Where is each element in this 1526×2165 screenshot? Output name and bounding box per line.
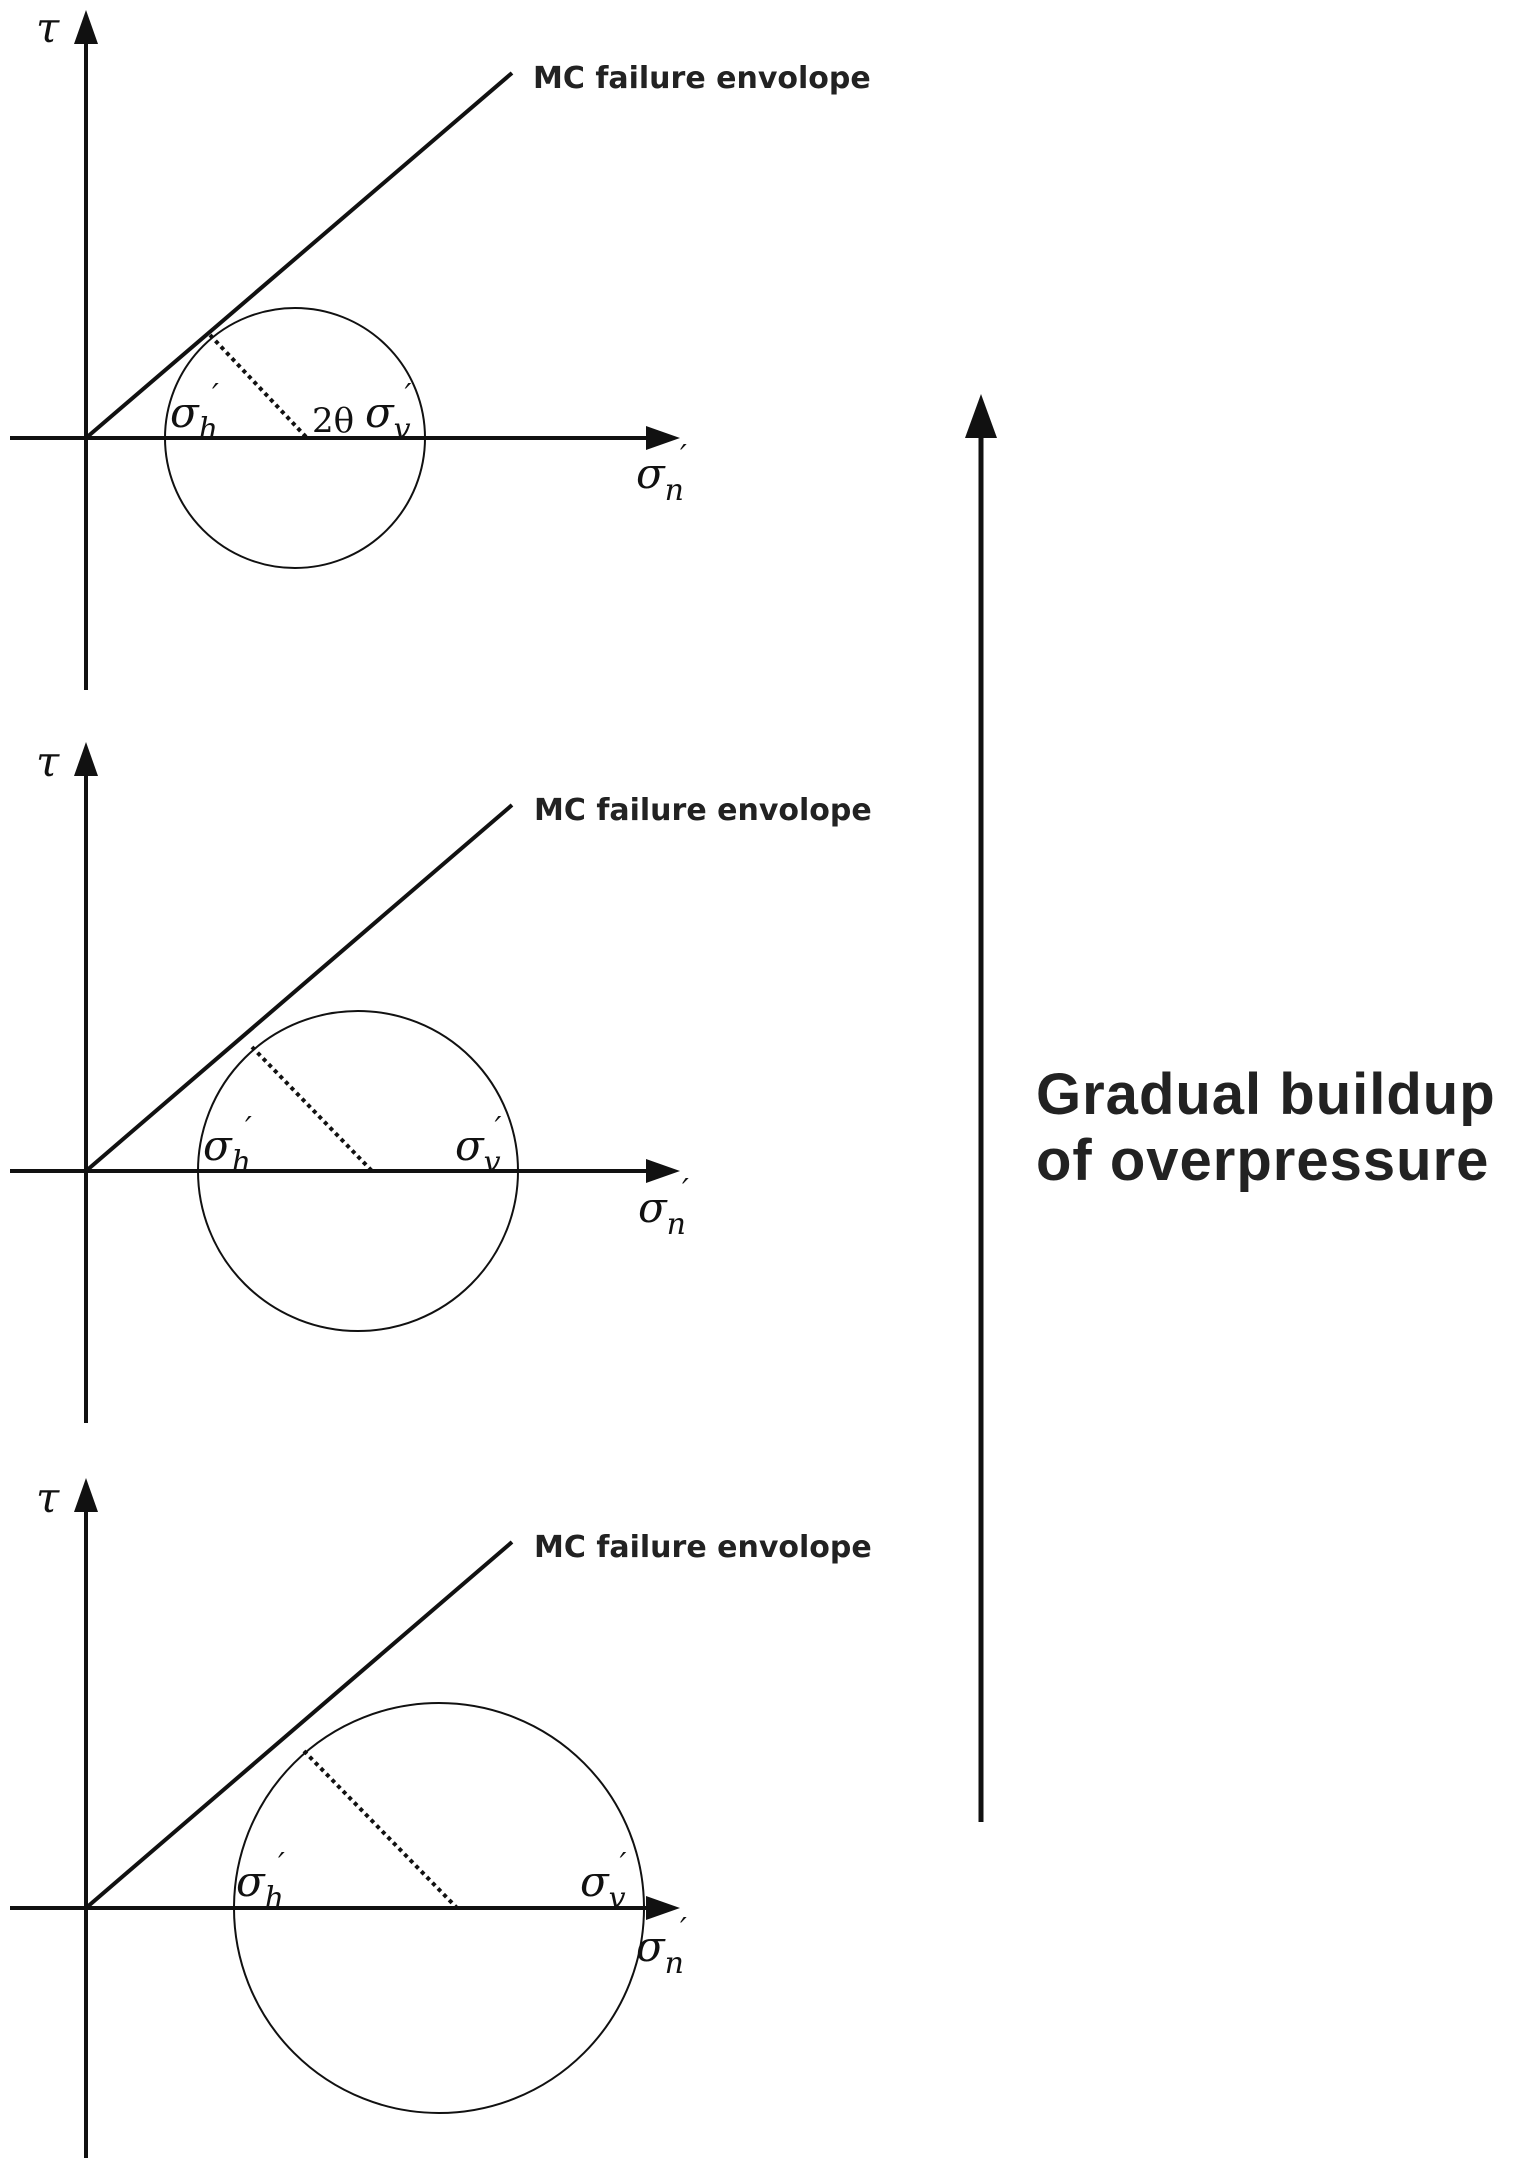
- envelope-label: MC failure envolope: [534, 1530, 872, 1565]
- envelope-label: MC failure envolope: [534, 793, 872, 828]
- trend-arrowhead: [965, 394, 997, 438]
- dotted-radius: [208, 333, 309, 440]
- tau-label: τ: [36, 737, 60, 786]
- mohr-circle: [197, 1010, 519, 1332]
- sigma-h-label: σh′: [236, 1847, 285, 1916]
- dotted-radius: [250, 1045, 374, 1173]
- mohr-circle: [233, 1702, 645, 2114]
- tau-axis-arrowhead: [74, 1478, 98, 1512]
- envelope-label: MC failure envolope: [533, 61, 871, 96]
- panel-bottom: τ MC failure envolope σh′ σv′ σn′: [10, 1473, 872, 2158]
- sigma-h-label: σh′: [170, 378, 219, 447]
- tau-label: τ: [36, 1473, 60, 1522]
- sigma-n-axis-arrowhead: [646, 426, 680, 450]
- sigma-n-label: σn′: [636, 439, 687, 508]
- panel-top: τ MC failure envolope σh′ 2θ σv′ σn′: [10, 3, 871, 690]
- panel-middle: τ MC failure envolope σh′ σv′ σn′: [10, 737, 872, 1423]
- trend-caption-line-1: Gradual buildup: [1036, 1062, 1496, 1127]
- sigma-v-label: σv′: [580, 1847, 627, 1916]
- sigma-v-label: σv′: [365, 378, 412, 447]
- sigma-n-axis-arrowhead: [646, 1896, 680, 1920]
- sigma-v-label: σv′: [455, 1111, 502, 1180]
- overpressure-trend: Gradual buildup of overpressure: [965, 394, 1496, 1822]
- tau-label: τ: [36, 3, 60, 52]
- mc-failure-envelope: [84, 71, 514, 440]
- angle-label: 2θ: [312, 401, 354, 441]
- mohr-circle: [164, 307, 426, 569]
- trend-caption-line-2: of overpressure: [1036, 1128, 1489, 1193]
- sigma-n-axis-arrowhead: [646, 1159, 680, 1183]
- mc-failure-envelope: [84, 803, 514, 1173]
- mc-failure-envelope: [84, 1540, 514, 1910]
- sigma-h-label: σh′: [203, 1111, 252, 1180]
- tau-axis-arrowhead: [74, 10, 98, 44]
- sigma-n-label: σn′: [638, 1173, 689, 1242]
- dotted-radius: [302, 1749, 459, 1910]
- tau-axis-arrowhead: [74, 742, 98, 776]
- sigma-n-label: σn′: [636, 1912, 687, 1981]
